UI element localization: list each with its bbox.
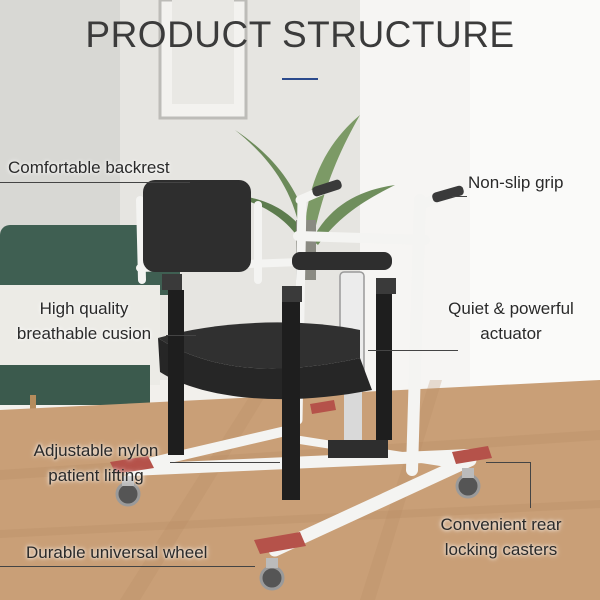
label-actuator-line1: Quiet & powerful [448,299,574,318]
foot-pedals [110,400,492,554]
casters-callout-h [486,462,530,463]
casters-callout-v [530,462,531,508]
label-casters-line1: Convenient rear [440,515,562,534]
label-grip-text: Non-slip grip [468,173,564,192]
sofa-background [0,225,180,425]
label-cushion-line2: breathable cusion [16,324,152,343]
right-grip [432,185,464,203]
armrest-pad [292,252,392,270]
label-cushion-line1: High quality [39,299,129,318]
actuator-callout-line [368,350,458,351]
label-casters-line2: locking casters [444,540,558,559]
backrest-callout-line [0,182,190,183]
cushion-callout-line [166,335,196,336]
page-title: PRODUCT STRUCTURE [85,14,515,55]
label-actuator: Quiet & powerful actuator [436,296,586,346]
wheel-callout-line [0,566,255,567]
label-strap-line2: patient lifting [48,466,144,485]
title-underline [282,78,318,80]
label-backrest: Comfortable backrest [8,155,170,180]
label-actuator-line2: actuator [480,324,542,343]
label-wheel-text: Durable universal wheel [26,543,208,562]
label-strap: Adjustable nylon patient lifting [22,438,170,488]
left-grip [312,179,342,197]
backrest-pad [143,180,251,272]
label-wheel: Durable universal wheel [26,540,207,565]
lift-chair-frame [124,183,477,557]
label-casters: Convenient rear locking casters [426,512,576,562]
grip-callout-line [452,196,467,197]
nylon-straps [162,274,396,500]
strap-callout-line [170,462,280,463]
seat-cushion [158,338,372,400]
label-grip: Non-slip grip [468,170,563,195]
label-cushion: High quality breathable cusion [8,296,160,346]
label-strap-line1: Adjustable nylon [33,441,159,460]
casters [115,468,481,591]
label-backrest-text: Comfortable backrest [8,158,170,177]
